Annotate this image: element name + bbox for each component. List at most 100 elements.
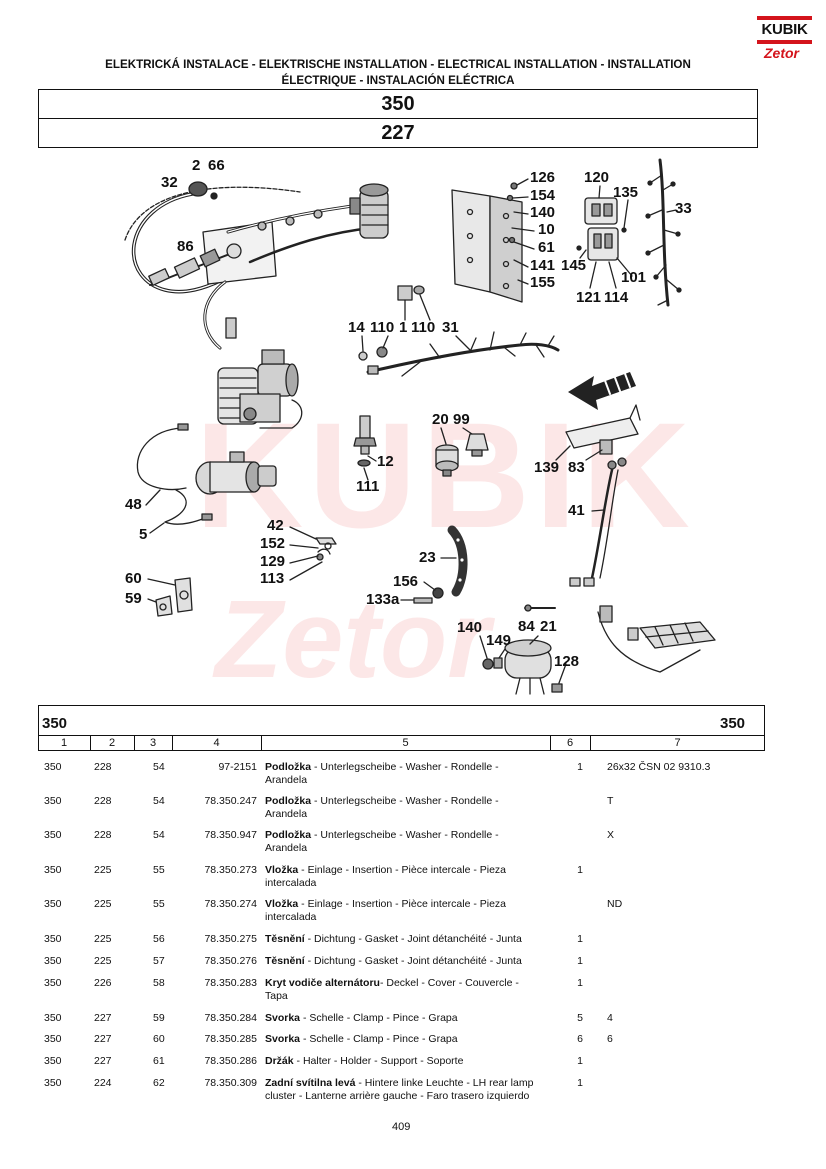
cell-part-number: 78.350.275 xyxy=(204,933,257,945)
harness-31-drawing xyxy=(358,331,560,377)
cell-ref: 227 xyxy=(94,1055,112,1067)
part-name-cz: Kryt vodiče alternátoru xyxy=(265,977,380,989)
part-name-translations: - Schelle - Clamp - Pince - Grapa xyxy=(300,1033,458,1045)
page-number: 409 xyxy=(392,1121,411,1133)
cell-ref: 227 xyxy=(94,1012,112,1024)
callout-113: 113 xyxy=(260,570,285,587)
part-name-cz: Vložka xyxy=(265,898,299,910)
cell-ref: 225 xyxy=(94,898,112,910)
callout-20: 20 xyxy=(432,411,449,428)
rear-lamp-drawing xyxy=(597,605,716,673)
callout-1: 1 xyxy=(399,319,408,336)
clamps-60-59-drawing xyxy=(147,577,193,617)
cell-part-number: 97-2151 xyxy=(218,761,257,773)
cell-part-number: 78.350.309 xyxy=(204,1077,257,1089)
cell-model: 350 xyxy=(44,1077,62,1089)
callout-133a: 133a xyxy=(366,591,400,608)
cell-part-number: 78.350.273 xyxy=(204,864,257,876)
column-header-1: 1 xyxy=(60,737,68,749)
part-name-cz: Těsnění xyxy=(265,955,305,967)
table-column-header xyxy=(38,735,765,751)
part-name-cz: Podložka xyxy=(265,795,312,807)
cell-description: Svorka - Schelle - Clamp - Pince - Grapa xyxy=(265,1033,537,1046)
ignition-cable-drawing xyxy=(124,181,301,294)
cable-clamps-drawing xyxy=(289,526,337,581)
callout-120: 120 xyxy=(584,169,610,186)
cell-description: Kryt vodiče alternátoru- Deckel - Cover … xyxy=(265,977,537,1003)
callout-149: 149 xyxy=(486,632,512,649)
cell-position: 54 xyxy=(153,829,165,841)
thermo-sensor-drawing xyxy=(462,427,489,457)
callout-129: 129 xyxy=(260,553,286,570)
cell-position: 60 xyxy=(153,1033,165,1045)
light-switch-drawing xyxy=(397,285,431,321)
cell-quantity: 1 xyxy=(577,761,583,773)
callout-110: 110 xyxy=(370,319,395,336)
cell-description: Držák - Halter - Holder - Support - Sopo… xyxy=(265,1055,537,1068)
callout-101: 101 xyxy=(621,269,647,286)
cell-description: Podložka - Unterlegscheibe - Washer - Ro… xyxy=(265,829,537,855)
cell-model: 350 xyxy=(44,955,62,967)
switch-plate-drawing xyxy=(148,221,277,286)
cell-model: 350 xyxy=(44,1012,62,1024)
part-name-translations: - Dichtung - Gasket - Joint détanchéité … xyxy=(304,955,522,967)
callout-111: 111 xyxy=(356,478,380,495)
cell-note: 6 xyxy=(607,1033,613,1045)
section-title-line-2: ÉLECTRIQUE - INSTALACIÓN ELÉCTRICA xyxy=(281,74,515,87)
cell-quantity: 1 xyxy=(577,1055,583,1067)
cell-quantity: 1 xyxy=(577,1077,583,1089)
callout-32: 32 xyxy=(161,174,178,191)
part-name-cz: Těsnění xyxy=(265,933,305,945)
cell-description: Těsnění - Dichtung - Gasket - Joint déta… xyxy=(265,933,537,946)
callout-84: 84 xyxy=(518,618,535,635)
callout-33: 33 xyxy=(675,200,692,217)
callout-61: 61 xyxy=(538,239,555,256)
callout-152: 152 xyxy=(260,535,286,552)
cell-part-number: 78.350.247 xyxy=(204,795,257,807)
callout-155: 155 xyxy=(530,274,556,291)
cell-note: 4 xyxy=(607,1012,613,1024)
callout-99: 99 xyxy=(453,411,470,428)
cell-position: 58 xyxy=(153,977,165,989)
callout-31: 31 xyxy=(442,319,459,336)
cell-ref: 224 xyxy=(94,1077,112,1089)
starter-cable-drawing xyxy=(203,280,237,350)
cell-part-number: 78.350.947 xyxy=(204,829,257,841)
callout-5: 5 xyxy=(139,526,148,543)
table-model-bar xyxy=(38,705,765,736)
callout-126: 126 xyxy=(530,169,556,186)
cell-position: 54 xyxy=(153,761,165,773)
part-name-translations: - Einlage - Insertion - Pièce intercale … xyxy=(265,898,507,923)
cell-model: 350 xyxy=(44,933,62,945)
cell-position: 54 xyxy=(153,795,165,807)
direction-arrow xyxy=(568,370,636,410)
section-title-line-1: ELEKTRICKÁ INSTALACE - ELEKTRISCHE INSTA… xyxy=(105,58,691,71)
cell-model: 350 xyxy=(44,761,62,773)
flasher-relay-drawing xyxy=(479,604,567,695)
part-name-cz: Podložka xyxy=(265,829,312,841)
cell-position: 56 xyxy=(153,933,165,945)
cell-part-number: 78.350.283 xyxy=(204,977,257,989)
cell-ref: 228 xyxy=(94,795,112,807)
callout-141: 141 xyxy=(530,257,556,274)
callout-121: 121 xyxy=(576,289,602,306)
part-name-cz: Svorka xyxy=(265,1012,301,1024)
callout-114: 114 xyxy=(604,289,629,306)
part-name-cz: Zadní svítilna levá xyxy=(265,1077,356,1089)
callout-2: 2 xyxy=(192,157,201,174)
callout-12: 12 xyxy=(377,453,394,470)
callout-41: 41 xyxy=(568,502,585,519)
part-name-translations: - Schelle - Clamp - Pince - Grapa xyxy=(300,1012,458,1024)
cell-quantity: 1 xyxy=(577,977,583,989)
cell-description: Podložka - Unterlegscheibe - Washer - Ro… xyxy=(265,761,537,787)
cell-description: Podložka - Unterlegscheibe - Washer - Ro… xyxy=(265,795,537,821)
earth-strap-drawing xyxy=(440,525,468,597)
cell-description: Vložka - Einlage - Insertion - Pièce int… xyxy=(265,864,537,890)
callout-128: 128 xyxy=(554,653,580,670)
callout-48: 48 xyxy=(125,496,142,513)
callout-86: 86 xyxy=(177,238,194,255)
cell-description: Těsnění - Dichtung - Gasket - Joint déta… xyxy=(265,955,537,968)
logo-sub: Zetor xyxy=(764,45,799,61)
group-number-box: 227 xyxy=(38,118,758,148)
part-name-translations: - Einlage - Insertion - Pièce intercale … xyxy=(265,864,507,889)
